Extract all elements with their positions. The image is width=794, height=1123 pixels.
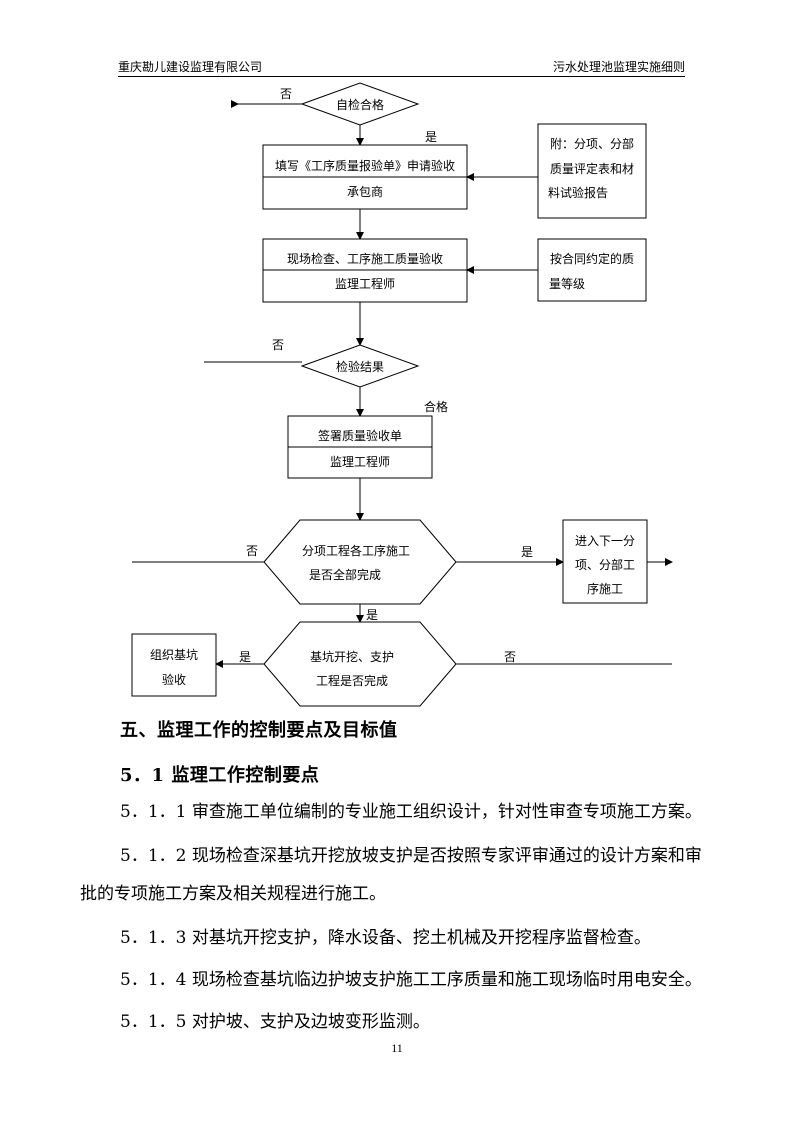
inspection-label: 现场检查、工序施工质量验收 [287,251,443,266]
contractor-label: 承包商 [347,184,383,199]
contract-grade-box [537,238,647,302]
result-no-label: 否 [272,338,284,352]
item-5-1-2-continued: 批的专项施工方案及相关规程进行施工。 [80,884,386,904]
pit-completion-hexagon [263,621,457,707]
item-5-1-2: 5．1．2 现场检查深基坑开挖放坡支护是否按照专家评审通过的设计方案和审 [120,846,702,866]
item-5-1-4: 5．1．4 现场检查基坑临边护坡支护施工工序质量和施工现场临时用电安全。 [120,970,702,990]
completion-line-1: 分项工程各工序施工 [302,543,410,558]
pit-line-2: 工程是否完成 [316,673,388,688]
sign-supervisor-label: 监理工程师 [330,454,390,469]
completion-line-2: 是否全部完成 [309,567,381,582]
self-check-no-label: 否 [280,87,292,101]
subsection-title: 5．1 监理工作控制要点 [120,765,320,786]
pit-line-1: 基坑开挖、支护 [310,649,394,664]
next-line-2: 项、分部工 [575,557,635,572]
page-number: 11 [391,1041,403,1055]
item-5-1-3: 5．1．3 对基坑开挖支护，降水设备、挖土机械及开挖程序监督检查。 [120,928,651,948]
flowchart: 自检合格 否 是 填写《工序质量报验单》申请验收 承包商 附：分项、分部 质量评… [131,82,673,707]
completion-yes-label: 是 [521,545,533,559]
completion-hexagon [263,519,457,605]
result-label: 检验结果 [336,359,384,374]
section-title: 五、监理工作的控制要点及目标值 [120,720,398,741]
pit-no-label: 否 [504,650,516,664]
result-pass-label: 合格 [424,399,448,414]
supervisor-label: 监理工程师 [335,276,395,291]
attachment-line-2: 质量评定表和材 [550,161,634,176]
self-check-yes-label: 是 [425,130,437,144]
header-document-title: 污水处理池监理实施细则 [552,60,685,74]
next-line-3: 序施工 [587,581,623,596]
contract-line-2: 量等级 [549,277,585,291]
next-line-1: 进入下一分 [575,534,635,548]
completion-down-yes-label: 是 [366,608,378,622]
pit-acceptance-box [131,633,217,697]
result-diamond [300,344,420,388]
pit-yes-label: 是 [239,650,251,664]
header-company: 重庆勘儿建设监理有限公司 [118,60,263,74]
attachment-line-3: 料试验报告 [548,185,608,200]
next-step-box [562,519,648,604]
contract-line-1: 按合同约定的质 [550,251,634,266]
item-5-1-1: 5．1．1 审查施工单位编制的专业施工组织设计，针对性审查专项施工方案。 [120,802,702,822]
item-5-1-5: 5．1．5 对护坡、支护及边坡变形监测。 [120,1012,430,1032]
page-header: 重庆勘儿建设监理有限公司 污水处理池监理实施细则 [118,58,685,77]
acceptance-line-1: 组织基坑 [150,647,198,662]
self-check-diamond [300,82,420,126]
attachment-line-1: 附：分项、分部 [550,136,634,151]
acceptance-line-2: 验收 [162,672,186,687]
self-check-label: 自检合格 [336,97,384,112]
attachment-note-box [537,123,647,219]
sign-label: 签署质量验收单 [318,428,402,443]
completion-no-label: 否 [246,544,258,558]
fill-form-label: 填写《工序质量报验单》申请验收 [275,158,455,173]
